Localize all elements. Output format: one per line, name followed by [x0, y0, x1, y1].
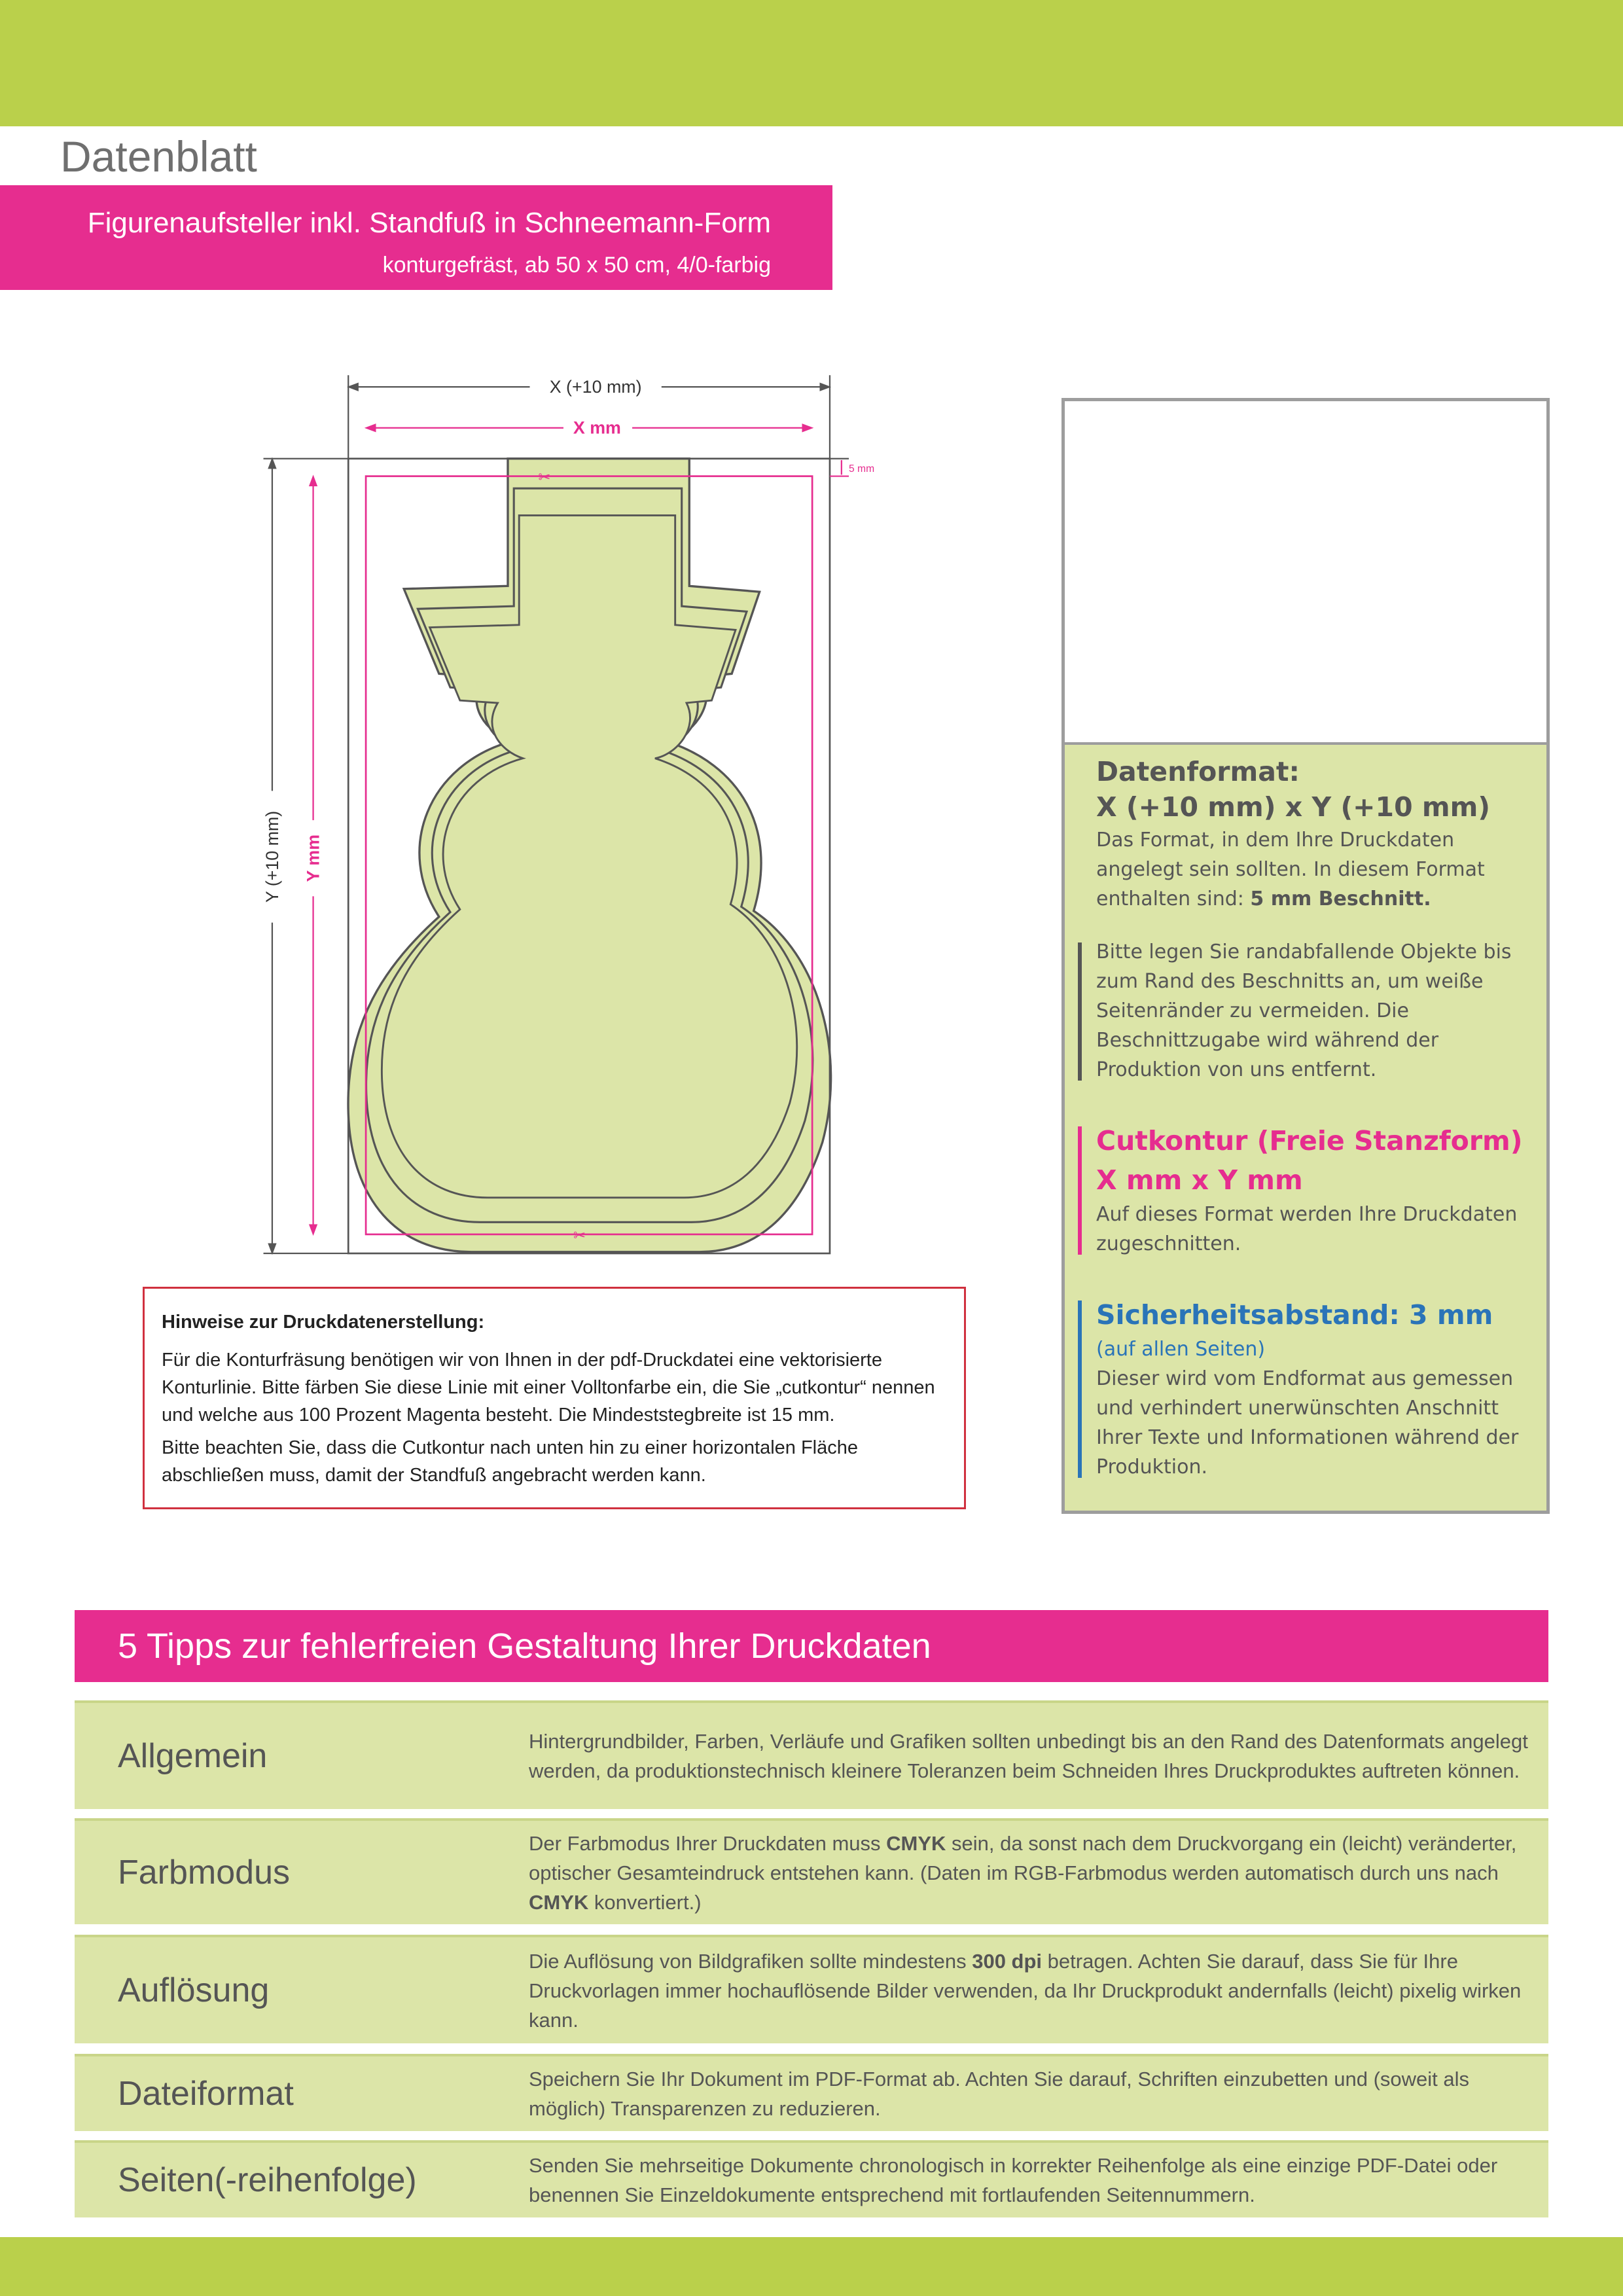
- bottom-green-band: [0, 2237, 1623, 2296]
- data-format-size: X (+10 mm) x Y (+10 mm): [1096, 791, 1491, 823]
- tip-label: Seiten(-reihenfolge): [118, 2161, 417, 2199]
- tip-text: Senden Sie mehrseitige Dokumente chronol…: [529, 2154, 1498, 2206]
- cut-size: X mm x Y mm: [1096, 1164, 1303, 1196]
- bleed-note-section: Bitte legen Sie randabfallende Objekte b…: [1065, 937, 1546, 1085]
- snowman-shape: [347, 457, 832, 1253]
- outer-width-label: X (+10 mm): [550, 377, 642, 397]
- tips-heading: 5 Tipps zur fehlerfreien Gestaltung Ihre…: [75, 1610, 1548, 1682]
- hint-heading: Hinweise zur Druckdatenerstellung:: [162, 1312, 485, 1333]
- safety-section: Sicherheitsabstand: 3 mm (auf allen Seit…: [1065, 1295, 1546, 1482]
- tip-text: Speichern Sie Ihr Dokument im PDF-Format…: [529, 2068, 1470, 2120]
- safety-contour: [380, 514, 798, 1199]
- data-format-frame: [347, 457, 831, 1255]
- bleed-amount: 5 mm Beschnitt.: [1250, 888, 1431, 910]
- tip-text: Der Farbmodus Ihrer Druckdaten muss CMYK…: [529, 1831, 1517, 1914]
- tip-label: Dateiformat: [118, 2075, 294, 2113]
- cut-width-label: X mm: [573, 418, 621, 438]
- data-format-text: Das Format, in dem Ihre Druckdaten angel…: [1096, 825, 1540, 914]
- scissors-icon: ✂: [573, 1227, 586, 1244]
- tip-label: Farbmodus: [118, 1854, 290, 1892]
- tip-text: Hintergrundbilder, Farben, Verläufe und …: [529, 1730, 1528, 1782]
- cut-text: Auf dieses Format werden Ihre Druckdaten…: [1096, 1203, 1518, 1255]
- cut-contour: [366, 488, 813, 1222]
- safety-title: Sicherheitsabstand: 3 mm: [1096, 1299, 1493, 1331]
- product-header: Figurenaufsteller inkl. Standfuß in Schn…: [0, 185, 832, 290]
- cut-height-label: Y mm: [304, 834, 323, 882]
- bleed-label: 5 mm: [849, 463, 874, 475]
- cut-frame: [365, 475, 813, 1236]
- tip-row: Farbmodus Der Farbmodus Ihrer Druckdaten…: [75, 1818, 1548, 1924]
- tip-label: Allgemein: [118, 1737, 268, 1775]
- print-data-hints-box: Hinweise zur Druckdatenerstellung: Für d…: [143, 1287, 966, 1509]
- top-green-band: [0, 0, 1623, 126]
- data-format-title: Datenformat:: [1096, 756, 1300, 787]
- data-format-section: Datenformat: X (+10 mm) x Y (+10 mm) Das…: [1065, 755, 1546, 914]
- tip-label: Auflösung: [118, 1971, 270, 2009]
- tip-row: Dateiformat Speichern Sie Ihr Dokument i…: [75, 2054, 1548, 2131]
- detail-zoom-area: [1065, 401, 1546, 745]
- cut-section: Cutkontur (Freie Stanzform) X mm x Y mm …: [1065, 1121, 1546, 1259]
- hint-paragraph: Bitte beachten Sie, dass die Cutkontur n…: [162, 1437, 859, 1486]
- safety-subtitle: (auf allen Seiten): [1096, 1338, 1266, 1361]
- tip-row: Auflösung Die Auflösung von Bildgrafiken…: [75, 1935, 1548, 2043]
- bleed-note: Bitte legen Sie randabfallende Objekte b…: [1096, 941, 1512, 1081]
- outer-height-label: Y (+10 mm): [262, 811, 282, 903]
- data-format-desc: Das Format, in dem Ihre Druckdaten angel…: [1096, 829, 1485, 910]
- tip-row: Seiten(-reihenfolge) Senden Sie mehrseit…: [75, 2140, 1548, 2217]
- format-info-panel: Datenformat: X (+10 mm) x Y (+10 mm) Das…: [1061, 398, 1550, 1514]
- cut-title: Cutkontur (Freie Stanzform): [1096, 1125, 1523, 1157]
- safety-text: Dieser wird vom Endformat aus gemessen u…: [1096, 1367, 1519, 1479]
- tip-row: Allgemein Hintergrundbilder, Farben, Ver…: [75, 1700, 1548, 1809]
- hint-paragraph: Für die Konturfräsung benötigen wir von …: [162, 1350, 935, 1426]
- product-title: Figurenaufsteller inkl. Standfuß in Schn…: [87, 207, 771, 239]
- scissors-icon: ✂: [539, 469, 551, 486]
- tip-text: Die Auflösung von Bildgrafiken sollte mi…: [529, 1949, 1522, 2032]
- product-subtitle: konturgefräst, ab 50 x 50 cm, 4/0-farbig: [382, 253, 771, 278]
- page-title: Datenblatt: [0, 126, 325, 187]
